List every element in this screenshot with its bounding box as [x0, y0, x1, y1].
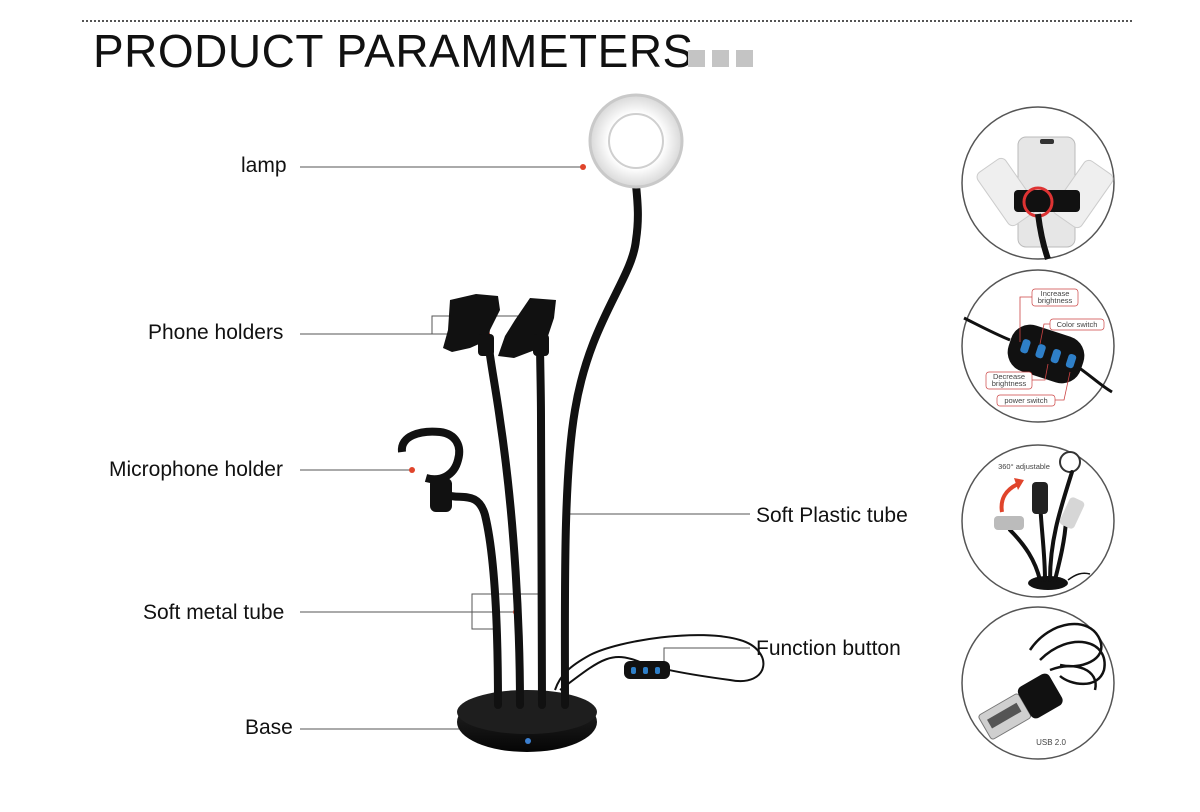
label-usb: USB 2.0 — [1036, 738, 1066, 747]
microphone-holder — [397, 427, 464, 512]
ring-lamp-center — [608, 113, 664, 169]
decor-square — [712, 50, 729, 67]
callout-soft-plastic-tube: Soft Plastic tube — [756, 504, 908, 527]
label-color-switch: Color switch — [1057, 320, 1098, 329]
decor-square — [736, 50, 753, 67]
lamp-gooseneck — [560, 181, 642, 709]
phone-holder-right — [498, 298, 556, 358]
label-decrease-brightness-2: brightness — [992, 379, 1027, 388]
leader-soft-metal-tube — [300, 593, 541, 613]
decor-square — [688, 50, 705, 67]
callout-base: Base — [245, 716, 293, 739]
phone-tube-left — [484, 336, 524, 709]
callout-soft-metal-tube: Soft metal tube — [143, 601, 285, 624]
phone-tube-right — [536, 336, 546, 709]
leader-dot — [409, 467, 415, 473]
callout-phone-holders: Phone holders — [148, 321, 284, 344]
tubes — [443, 181, 642, 709]
controller-led — [643, 667, 648, 674]
usb-cable — [554, 634, 765, 691]
leader-dot — [580, 164, 586, 170]
detail-circle-controller: Increase brightness Color switch Decreas… — [961, 269, 1115, 423]
controller-led — [655, 667, 660, 674]
base-top — [457, 690, 597, 734]
callout-function-button: Function button — [756, 637, 901, 660]
leader-function-button — [663, 647, 750, 667]
callout-lamp: lamp — [241, 154, 287, 177]
top-dotted-rule — [82, 20, 1132, 22]
leader-soft-metal-tube-branch — [471, 612, 496, 630]
leader-lines — [300, 166, 750, 730]
detail-circle-phone-rotation — [961, 106, 1115, 261]
label-power-switch: power switch — [1004, 396, 1047, 405]
detail-circle-usb: USB 2.0 — [961, 606, 1115, 760]
base-indicator — [525, 738, 531, 744]
callout-microphone-holder: Microphone holder — [109, 458, 283, 481]
controller-leds — [631, 667, 660, 674]
leader-phone-holders — [300, 315, 537, 335]
phone-holder-left — [443, 294, 500, 356]
page-title: PRODUCT PARAMMETERS — [93, 25, 694, 77]
label-increase-brightness-2: brightness — [1038, 296, 1073, 305]
title-decoration-squares — [688, 50, 760, 72]
label-increase-brightness-1: Increase — [1041, 289, 1070, 298]
detail-circle-adjustable: 360° adjustable — [961, 444, 1115, 598]
mic-tube — [443, 491, 502, 709]
controller-led — [631, 667, 636, 674]
label-360-adjustable: 360° adjustable — [998, 462, 1050, 471]
label-decrease-brightness-1: Decrease — [993, 372, 1025, 381]
